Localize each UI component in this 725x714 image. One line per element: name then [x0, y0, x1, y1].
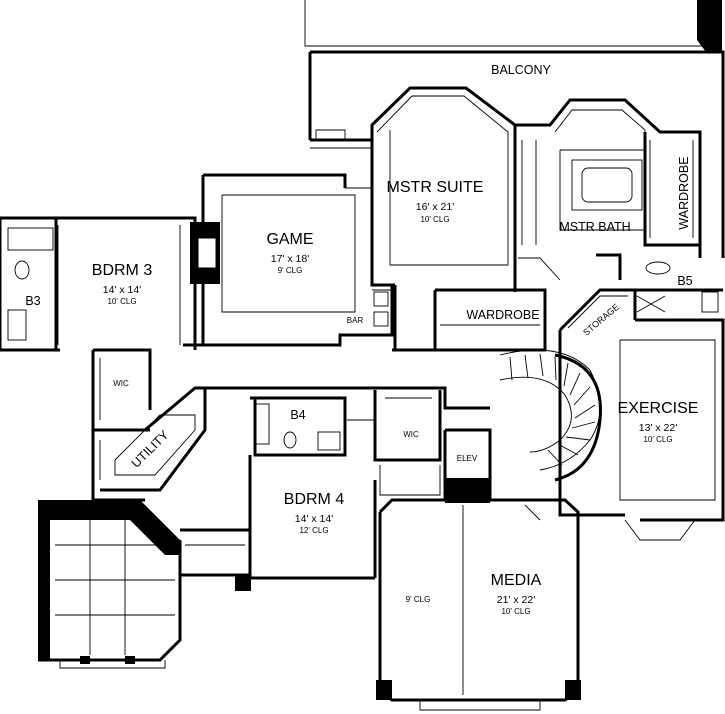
game-label: GAME: [266, 231, 313, 248]
wardrobe-mid-label: WARDROBE: [466, 308, 539, 322]
mstr-suite-ceiling: 10' CLG: [420, 215, 449, 224]
bdrm3-label: BDRM 3: [92, 262, 153, 279]
media-room: [376, 498, 581, 711]
exercise-ceiling: 10' CLG: [643, 435, 672, 444]
bedroom-4: [205, 455, 441, 591]
sw-bay: [38, 500, 250, 669]
bedroom-3: [0, 216, 260, 352]
exercise-label: EXERCISE: [618, 400, 699, 417]
media-size: 21' x 22': [497, 594, 535, 606]
hallway: [195, 285, 490, 410]
wic-mid-label: WIC: [403, 430, 419, 439]
bdrm4-label: BDRM 4: [284, 491, 345, 508]
master-bath: [515, 98, 702, 281]
mstr-bath-label: MSTR BATH: [559, 220, 630, 234]
balcony-area: [304, 0, 725, 258]
exercise-room: [558, 318, 725, 541]
wardrobe-top-label: WARDROBE: [677, 156, 691, 229]
b4-label: B4: [290, 408, 305, 422]
media-label: MEDIA: [491, 572, 542, 589]
media-side-ceiling: 9' CLG: [406, 595, 431, 604]
storage-label: STORAGE: [581, 302, 621, 338]
wic-left-label: WIC: [113, 379, 129, 388]
b4-wic: [250, 390, 442, 462]
bar-label: BAR: [347, 316, 364, 325]
exercise-size: 13' x 22': [639, 422, 677, 434]
elev-label: ELEV: [457, 454, 478, 463]
b5-label: B5: [677, 274, 692, 288]
room-labels: BALCONY MSTR SUITE 16' x 21' 10' CLG MST…: [25, 63, 698, 616]
staircase: [499, 349, 602, 482]
b3-label: B3: [25, 294, 40, 308]
media-ceiling: 10' CLG: [501, 607, 530, 616]
mstr-suite-label: MSTR SUITE: [387, 179, 484, 196]
balcony-label: BALCONY: [491, 63, 551, 77]
elevator: [443, 428, 492, 503]
wic-utility: [91, 348, 207, 502]
bdrm3-ceiling: 10' CLG: [107, 297, 136, 306]
bdrm4-size: 14' x 14': [295, 513, 333, 525]
game-ceiling: 9' CLG: [278, 266, 303, 275]
utility-label: UTILITY: [129, 427, 172, 470]
bdrm3-size: 14' x 14': [103, 284, 141, 296]
storage-b5: [558, 288, 723, 332]
mstr-suite-size: 16' x 21': [416, 201, 454, 213]
bdrm4-ceiling: 12' CLG: [299, 526, 328, 535]
game-size: 17' x 18': [271, 253, 309, 265]
